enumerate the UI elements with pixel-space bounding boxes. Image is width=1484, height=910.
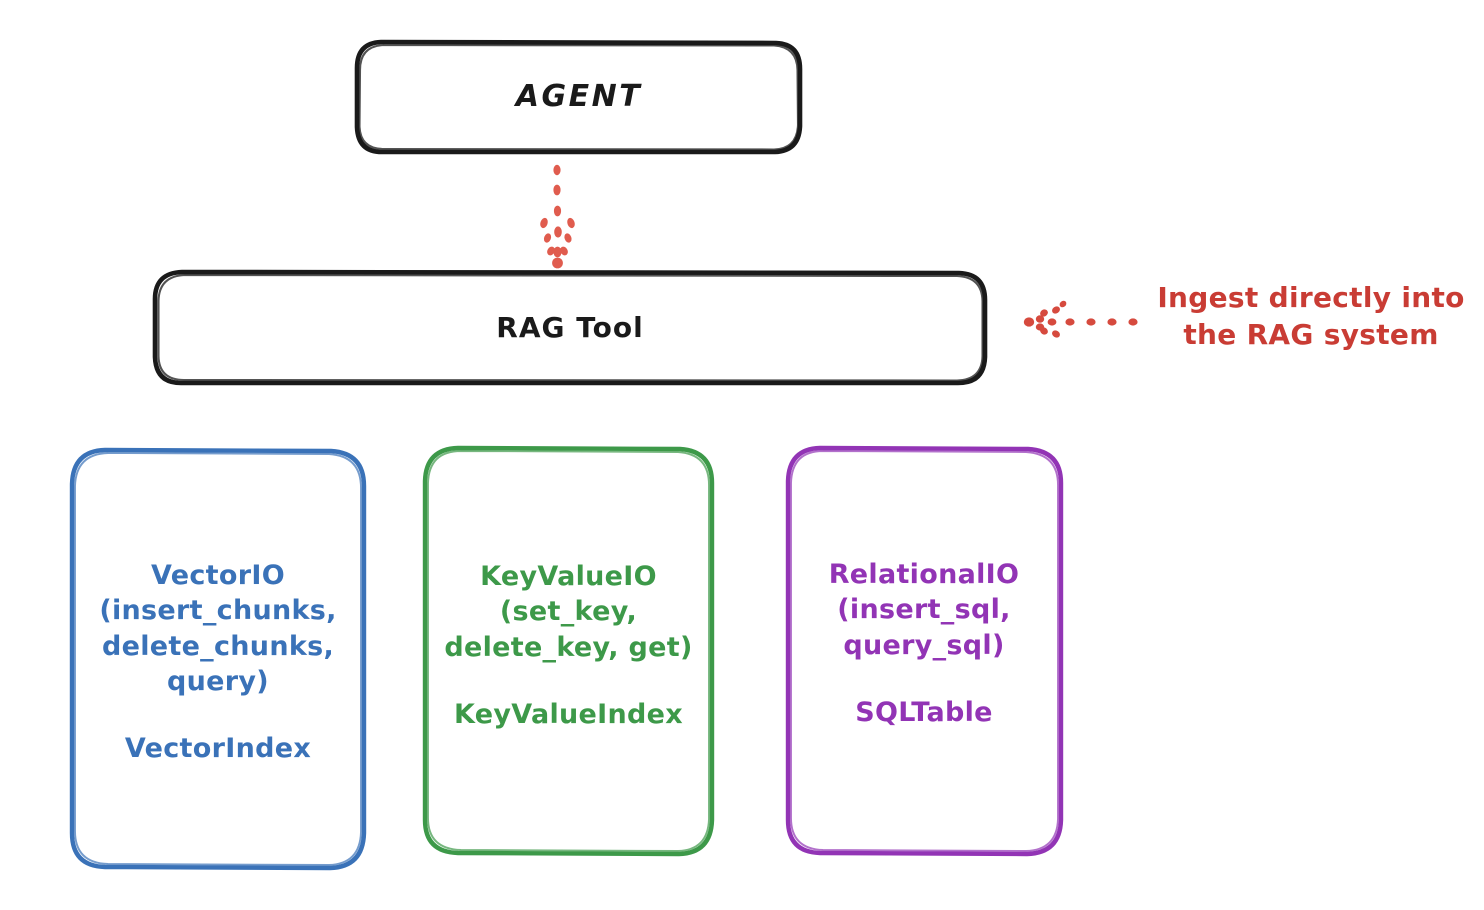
vector-io-box-outline — [69, 447, 367, 871]
connector-annotation-to-rag-tool — [1023, 300, 1138, 338]
agent-box-outline — [354, 39, 803, 155]
key-value-io-text-stack: KeyValueIO (set_key, delete_key, get) Ke… — [444, 559, 692, 729]
node-agent-label: AGENT — [515, 79, 643, 115]
rag-tool-box-outline — [152, 269, 988, 386]
key-value-io-api-label: KeyValueIO (set_key, delete_key, get) — [444, 561, 693, 663]
vector-io-api-label: VectorIO (insert_chunks, delete_chunks, … — [99, 560, 337, 697]
key-value-io-index-label: KeyValueIndex — [453, 698, 683, 730]
node-relational-io[interactable]: RelationalIO (insert_sql, query_sql) SQL… — [787, 447, 1061, 854]
relational-io-text-stack: RelationalIO (insert_sql, query_sql) SQL… — [829, 557, 1020, 727]
node-vector-io[interactable]: VectorIO (insert_chunks, delete_chunks, … — [71, 449, 365, 869]
node-rag-tool[interactable]: RAG Tool — [154, 271, 986, 384]
node-rag-tool-label: RAG Tool — [496, 310, 644, 344]
vector-io-text-stack: VectorIO (insert_chunks, delete_chunks, … — [99, 558, 336, 763]
connector-agent-to-rag-tool — [540, 164, 575, 269]
node-key-value-io[interactable]: KeyValueIO (set_key, delete_key, get) Ke… — [424, 447, 713, 854]
vector-io-index-label: VectorIndex — [124, 732, 312, 764]
node-agent[interactable]: AGENT — [356, 41, 802, 154]
annotation-ingest-label: Ingest directly into the RAG system — [1157, 281, 1465, 351]
key-value-io-box-outline — [422, 445, 715, 857]
relational-io-api-label: RelationalIO (insert_sql, query_sql) — [828, 559, 1020, 661]
relational-io-index-label: SQLTable — [855, 696, 993, 728]
relational-io-box-outline — [785, 445, 1064, 857]
